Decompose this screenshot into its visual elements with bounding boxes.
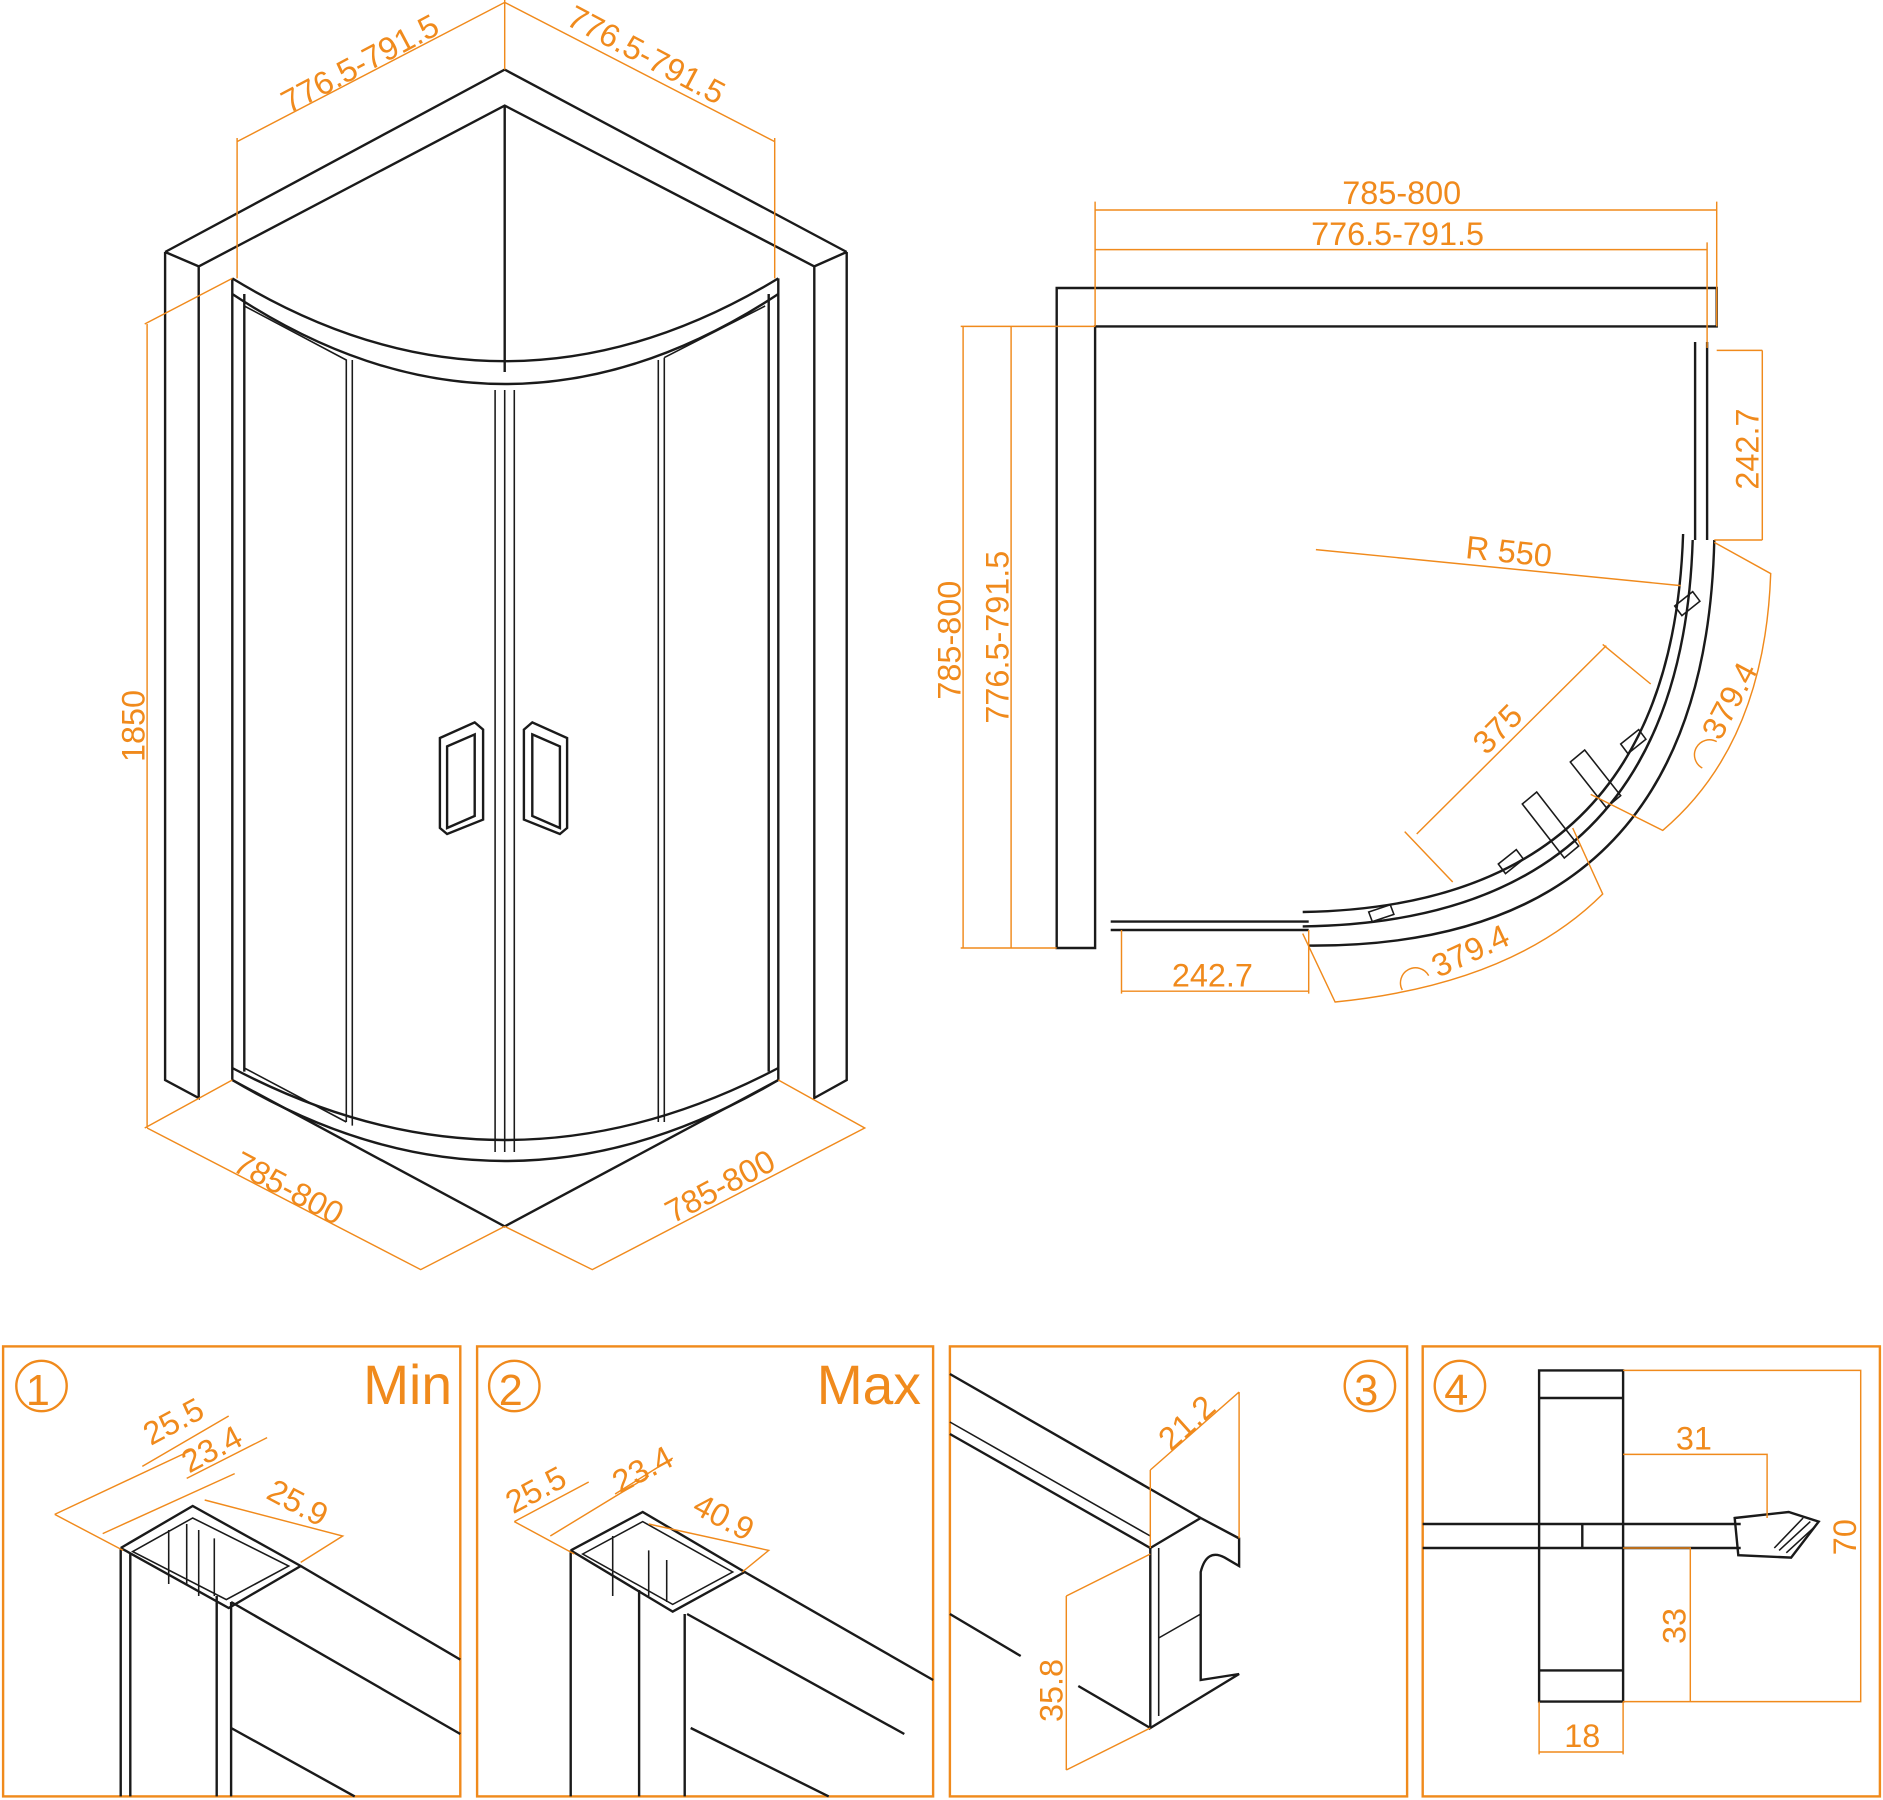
detail-2-label: Max bbox=[817, 1354, 921, 1416]
detail-4-dim-b: 70 bbox=[1827, 1519, 1863, 1555]
plan-view: 785-800 776.5-791.5 785-800 776.5-791.5 … bbox=[932, 175, 1772, 1003]
detail-2-dim-b: 23.4 bbox=[606, 1439, 679, 1500]
detail-3-dim-b: 35.8 bbox=[1034, 1659, 1070, 1722]
dim-bottom-left: 785-800 bbox=[228, 1144, 350, 1232]
plan-dimension-lines bbox=[960, 201, 1772, 1003]
plan-outer-width: 785-800 bbox=[1342, 175, 1461, 211]
plan-entry-width: 375 bbox=[1466, 697, 1530, 761]
detail-3-number: 3 bbox=[1354, 1367, 1378, 1415]
detail-panel-2: 2 Max 25.5 23.4 40.9 bbox=[475, 1345, 935, 1798]
detail-4-dim-a: 31 bbox=[1676, 1421, 1712, 1457]
plan-arc-right: 379.4 bbox=[1695, 656, 1765, 744]
plan-inner-depth: 776.5-791.5 bbox=[980, 551, 1016, 724]
detail-4-dim-c: 33 bbox=[1657, 1608, 1693, 1644]
plan-bottom-panel: 242.7 bbox=[1172, 957, 1253, 993]
isometric-view: 776.5-791.5 776.5-791.5 1850 785-800 785… bbox=[116, 0, 867, 1271]
detail-panel-4: 4 31 70 33 18 bbox=[1421, 1345, 1882, 1798]
plan-outer-depth: 785-800 bbox=[932, 581, 968, 700]
detail-1-label: Min bbox=[363, 1354, 452, 1416]
dim-top-left: 776.5-791.5 bbox=[275, 7, 445, 120]
dim-height: 1850 bbox=[116, 690, 152, 762]
detail-3-dim-a: 21.2 bbox=[1151, 1388, 1222, 1457]
door-handles bbox=[438, 720, 569, 836]
walls bbox=[163, 68, 848, 1101]
detail-2-dim-c: 40.9 bbox=[687, 1486, 760, 1547]
plan-inner-width: 776.5-791.5 bbox=[1311, 216, 1484, 252]
detail-4-dim-d: 18 bbox=[1564, 1718, 1600, 1754]
detail-2-number: 2 bbox=[499, 1367, 523, 1415]
detail-1-number: 1 bbox=[26, 1367, 50, 1415]
plan-radius: R 550 bbox=[1464, 529, 1554, 574]
detail-4-number: 4 bbox=[1444, 1367, 1468, 1415]
plan-right-panel: 242.7 bbox=[1730, 409, 1766, 490]
dim-bottom-right: 785-800 bbox=[659, 1143, 781, 1231]
detail-panel-3: 3 21.2 35.8 bbox=[948, 1345, 1409, 1798]
detail-2-dim-a: 25.5 bbox=[499, 1459, 572, 1520]
shower-frame bbox=[231, 277, 780, 1228]
dim-top-right: 776.5-791.5 bbox=[561, 0, 731, 111]
iso-dimension-lines bbox=[144, 0, 867, 1271]
detail-panel-1: 1 Min 25.5 23.4 25.9 bbox=[1, 1345, 462, 1798]
